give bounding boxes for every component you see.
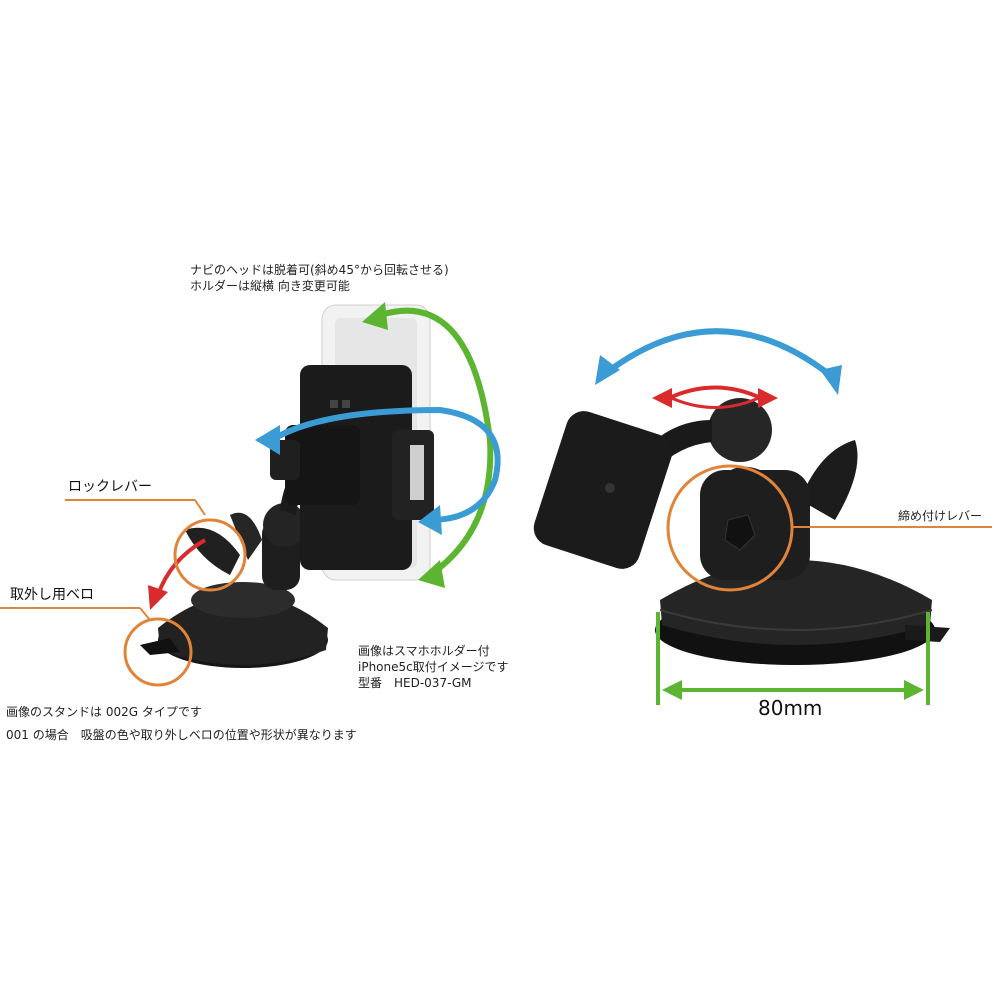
left-rotation-arrows (148, 302, 501, 610)
tighten-lever-label: 締め付けレバー (898, 509, 983, 523)
right-callout-graphics (666, 464, 992, 592)
dimension-label: 80mm (758, 696, 823, 720)
footnote-line2: 001 の場合 吸盤の色や取り外しベロの位置や形状が異なります (6, 728, 357, 742)
dimension-graphic (656, 612, 930, 705)
right-mount-photo (533, 398, 950, 665)
image-note-line2: iPhone5c取付イメージです (358, 660, 509, 674)
image-note-line3: 型番 HED-037-GM (358, 676, 472, 690)
release-tab-label: 取外し用ベロ (10, 587, 94, 603)
head-note-line2: ホルダーは縦横 向き変更可能 (190, 279, 350, 293)
left-callout-graphics (0, 499, 247, 687)
footnote-line1: 画像のスタンドは 002G タイプです (6, 705, 202, 719)
left-mount-photo (140, 304, 434, 668)
lock-lever-label: ロックレバー (68, 479, 152, 495)
right-rotation-arrows (595, 328, 842, 409)
image-note-line1: 画像はスマホホルダー付 (358, 644, 490, 658)
head-note-line1: ナビのヘッドは脱着可(斜め45°から回転させる) (190, 263, 449, 277)
